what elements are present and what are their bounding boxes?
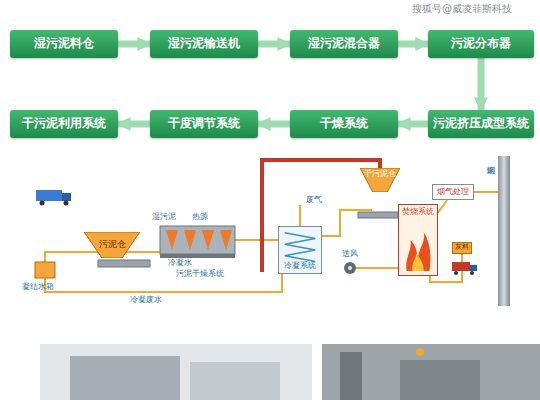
node-label: 干污泥利用系统 <box>22 117 106 130</box>
process-box: 干度调节系统 <box>150 110 258 138</box>
water-pipes <box>299 205 301 226</box>
incinerator-box: 焚烧系统 <box>398 204 438 276</box>
sludge-truck <box>64 201 69 206</box>
flow-arrow <box>258 41 290 48</box>
process-box: 湿污泥混合器 <box>290 30 398 58</box>
flow-arrow <box>478 58 485 110</box>
flame-core <box>412 254 424 272</box>
flow-arrow <box>118 41 150 48</box>
dryer-unit <box>202 230 214 250</box>
dryer-unit <box>160 226 235 258</box>
screw-conveyor <box>358 212 398 218</box>
flue-gas-box: 烟气处理 <box>432 184 474 200</box>
dryer-unit <box>184 230 196 250</box>
water-pipes <box>45 274 282 292</box>
sludge-hopper: 污泥仓 <box>84 232 140 258</box>
screw-conveyor <box>98 260 150 267</box>
ash-truck <box>452 262 477 275</box>
cooling-coil <box>285 233 316 262</box>
dryer-unit <box>160 226 235 254</box>
air-fan <box>344 262 356 274</box>
equipment-label: 污泥干燥系统 <box>176 270 224 278</box>
node-label: 湿污泥输送机 <box>168 37 240 50</box>
hopper-shape <box>360 168 400 192</box>
ash-truck <box>454 271 458 275</box>
dryer-unit <box>160 254 235 258</box>
equipment-photos <box>416 348 424 356</box>
chimney <box>498 156 510 306</box>
flow-label: 湿污泥 <box>152 213 176 221</box>
equipment-photos <box>70 356 180 400</box>
flame <box>406 232 430 271</box>
node-label: 干燥系统 <box>320 117 368 130</box>
node-label: 干污泥仓 <box>364 170 396 179</box>
node-label: 湿污泥料仓 <box>34 37 94 50</box>
sludge-truck <box>62 193 71 201</box>
water-pipes <box>45 192 498 292</box>
process-box: 污泥挤压成型系统 <box>428 110 534 138</box>
screw-conveyor <box>98 212 398 267</box>
flow-arrow <box>118 121 150 128</box>
node-label: 干度调节系统 <box>168 117 240 130</box>
process-box: 干污泥利用系统 <box>10 110 118 138</box>
flow-arrow <box>258 121 290 128</box>
ash-truck <box>452 262 470 271</box>
equipment-photos <box>322 344 540 400</box>
node-label: 烟气处理 <box>437 188 469 197</box>
flow-label: 冷凝废水 <box>130 296 162 304</box>
water-pipes <box>355 267 398 269</box>
ash-truck <box>470 271 474 275</box>
node-label: 污泥挤压成型系统 <box>433 117 529 130</box>
sludge-truck <box>36 190 71 206</box>
pipe-line <box>438 200 447 213</box>
sludge-truck <box>36 190 62 201</box>
air-fan <box>344 262 356 274</box>
process-box: 污泥分布器 <box>428 30 534 58</box>
node-label: 冷凝系统 <box>284 262 316 271</box>
dryer-unit <box>166 230 178 250</box>
ash-box: 灰料 <box>452 242 472 254</box>
equipment-photos <box>190 362 280 400</box>
flow-label: 冷凝水 <box>168 259 192 267</box>
node-label: 污泥仓 <box>99 240 126 250</box>
flow-label: 送风 <box>342 250 358 258</box>
flow-arrow <box>398 121 428 128</box>
ash-truck <box>470 265 477 271</box>
hopper-shape <box>84 232 140 258</box>
equipment-photos <box>40 344 540 400</box>
node-label: 湿污泥混合器 <box>308 37 380 50</box>
water-pipes <box>474 191 498 193</box>
node-label: 污泥分布器 <box>451 37 511 50</box>
dryer-unit <box>220 230 232 250</box>
equipment-photos <box>340 352 362 400</box>
air-fan <box>348 266 352 270</box>
equipment-photos <box>40 344 312 400</box>
flow-label: 热源 <box>192 213 208 221</box>
process-box: 干燥系统 <box>290 110 398 138</box>
flow-label: 废气 <box>306 196 322 204</box>
condensate-tank <box>35 262 55 278</box>
equipment-label: 凝结水箱 <box>22 283 54 291</box>
condensate-tank <box>35 262 55 278</box>
watermark: 搜狐号@威凌菲斯科技 <box>412 4 512 14</box>
flow-arrow <box>398 41 428 48</box>
water-pipes <box>235 239 278 241</box>
process-box: 湿污泥料仓 <box>10 30 118 58</box>
process-box: 湿污泥输送机 <box>150 30 258 58</box>
dry-sludge-hopper: 干污泥仓 <box>360 168 400 192</box>
sludge-truck <box>40 201 45 206</box>
node-label: 灰料 <box>455 244 469 252</box>
condenser-box: 冷凝系统 <box>278 226 322 274</box>
node-label: 焚烧系统 <box>402 208 434 217</box>
equipment-photos <box>400 360 480 400</box>
chimney <box>498 156 510 306</box>
